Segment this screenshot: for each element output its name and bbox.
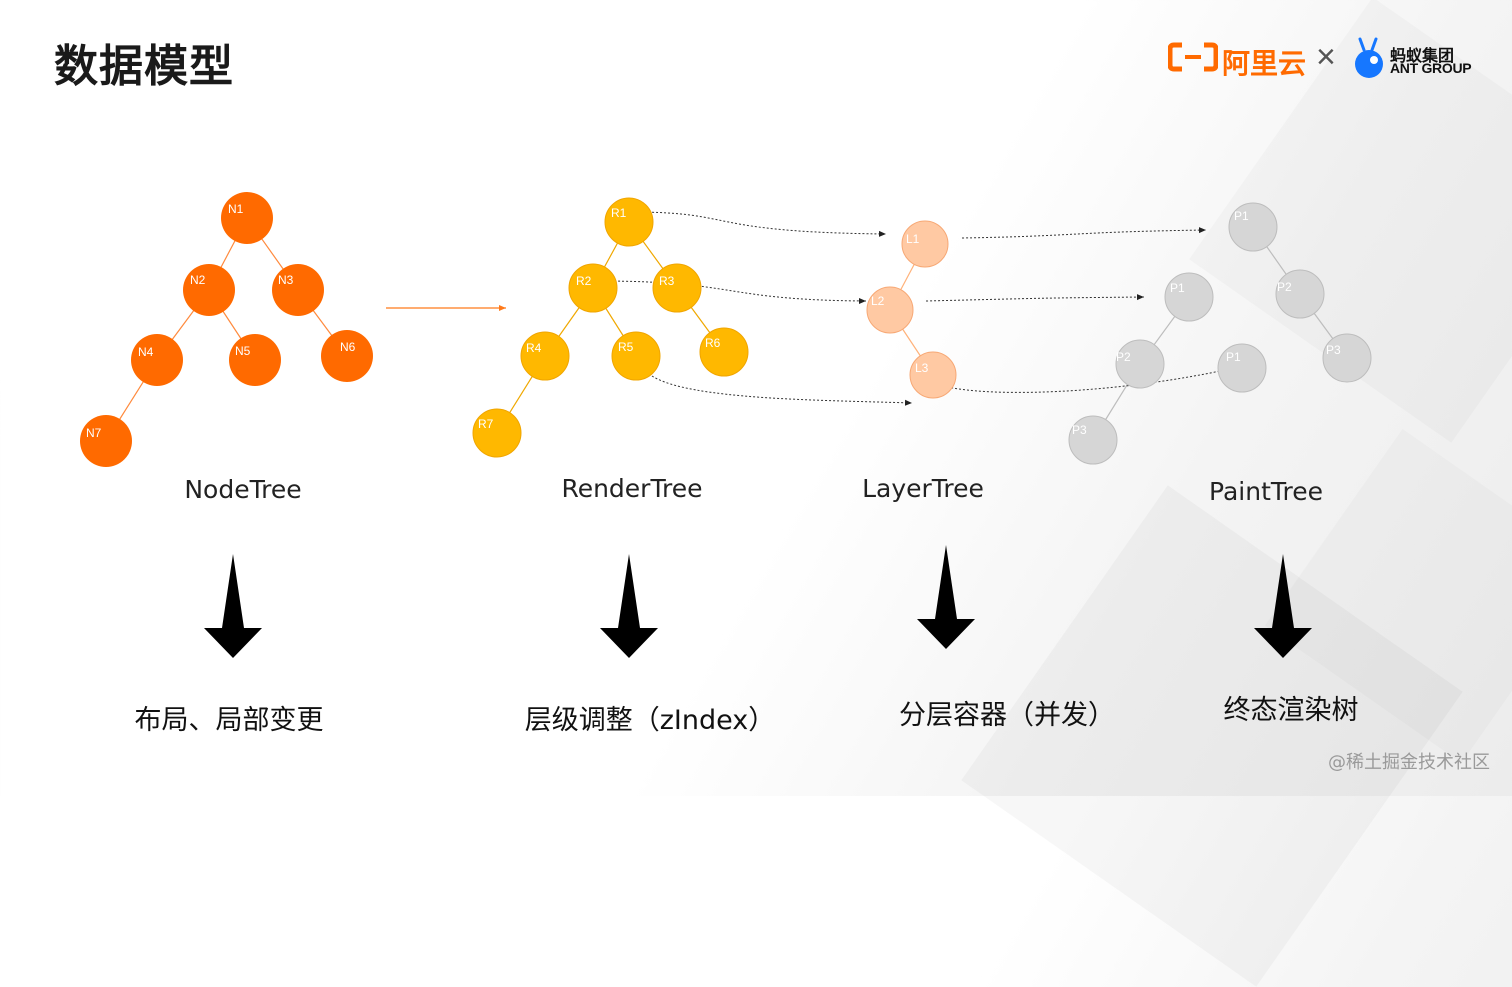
watermark: @稀土掘金技术社区 (1328, 752, 1490, 773)
svg-text:R6: R6 (705, 336, 721, 350)
svg-text:N7: N7 (86, 426, 102, 440)
tree-node: P3 (1322, 333, 1372, 383)
svg-text:N2: N2 (190, 273, 206, 287)
svg-text:N3: N3 (278, 273, 294, 287)
svg-text:R5: R5 (618, 340, 634, 354)
tree-node: R3 (652, 263, 702, 313)
tree-node: P1 (1164, 272, 1214, 322)
aliyun-logo-icon (1168, 42, 1218, 72)
mapping-arrow (631, 211, 887, 237)
tree-node: N3 (272, 264, 324, 316)
tree-name-rendertree: RenderTree (561, 474, 703, 503)
paint-tree-edges (1092, 226, 1348, 441)
svg-text:L3: L3 (915, 361, 929, 375)
svg-text:N6: N6 (340, 340, 356, 354)
tree-node: L2 (866, 286, 914, 334)
node-tree-nodes: N1 N2 N3 N4 N5 N6 N7 (80, 192, 373, 467)
svg-text:L2: L2 (871, 294, 885, 308)
tree-node: P1 (1217, 343, 1267, 393)
logo-group: 阿里云 × 蚂蚁集团 ANT GROUP (1166, 36, 1486, 86)
down-arrow-icon (204, 554, 262, 658)
ant-group-logo-text: 蚂蚁集团 (1390, 46, 1455, 65)
tree-name-layertree: LayerTree (862, 474, 984, 503)
svg-text:P3: P3 (1072, 423, 1087, 437)
svg-text:R2: R2 (576, 274, 592, 288)
caption-nodetree: 布局、局部变更 (134, 705, 324, 736)
mapping-arrow (651, 375, 913, 406)
tree-node: P2 (1275, 269, 1325, 319)
tree-diagram: N1 N2 N3 N4 N5 N6 N7 R1 R2 R3 R4 R5 R6 R… (80, 192, 1372, 467)
tree-node: N7 (80, 415, 132, 467)
mapping-arrow (597, 280, 867, 304)
logo-separator: × (1316, 38, 1336, 76)
down-arrow-icon (600, 554, 658, 658)
svg-text:R4: R4 (526, 341, 542, 355)
tree-node: N6 (321, 330, 373, 382)
node-tree-edges (105, 217, 348, 442)
svg-text:N1: N1 (228, 202, 244, 216)
svg-text:P1: P1 (1226, 350, 1241, 364)
tree-node: N2 (183, 264, 235, 316)
svg-text:R1: R1 (611, 206, 627, 220)
svg-text:N5: N5 (235, 344, 251, 358)
tree-node: R2 (568, 263, 618, 313)
svg-text:P3: P3 (1326, 343, 1341, 357)
paint-tree-nodes: P1 P2 P3 P1 P2 P3 P1 (1068, 202, 1372, 465)
svg-text:P2: P2 (1116, 350, 1131, 364)
tree-node: R7 (472, 408, 522, 458)
svg-text:L1: L1 (906, 232, 920, 246)
ant-group-logo-icon (1355, 37, 1383, 78)
tree-name-painttree: PaintTree (1209, 477, 1323, 506)
tree-node: N4 (131, 334, 183, 386)
aliyun-logo-text: 阿里云 (1222, 47, 1307, 80)
tree-node: R1 (604, 197, 654, 247)
svg-text:P1: P1 (1234, 209, 1249, 223)
page-title: 数据模型 (54, 41, 234, 92)
tree-node: R4 (520, 331, 570, 381)
layer-tree-nodes: L1 L2 L3 (866, 220, 957, 399)
down-arrow-icon (917, 545, 975, 649)
mapping-arrow (961, 227, 1207, 239)
down-arrow-icon (1254, 554, 1312, 658)
ant-group-logo-subtext: ANT GROUP (1390, 60, 1472, 76)
caption-layertree: 分层容器（并发） (899, 700, 1115, 731)
tree-node: L1 (901, 220, 949, 268)
svg-text:N4: N4 (138, 345, 154, 359)
tree-node: R5 (611, 331, 661, 381)
caption-painttree: 终态渲染树 (1223, 695, 1359, 726)
svg-text:R3: R3 (659, 274, 675, 288)
tree-node: P2 (1115, 339, 1165, 389)
svg-text:P2: P2 (1277, 280, 1292, 294)
mapping-arrow (925, 294, 1145, 302)
render-tree-nodes: R1 R2 R3 R4 R5 R6 R7 (472, 197, 749, 458)
tree-node: P1 (1228, 202, 1278, 252)
caption-rendertree: 层级调整（zIndex） (524, 705, 776, 736)
tree-node: L3 (909, 351, 957, 399)
tree-node: N1 (221, 192, 273, 244)
mapping-arrow (921, 366, 1235, 393)
tree-name-nodetree: NodeTree (184, 475, 302, 504)
svg-text:R7: R7 (478, 417, 494, 431)
render-tree-edges (496, 221, 725, 434)
tree-node: N5 (229, 334, 281, 386)
tree-node: P3 (1068, 415, 1118, 465)
svg-text:P1: P1 (1170, 281, 1185, 295)
tree-node: R6 (699, 327, 749, 377)
